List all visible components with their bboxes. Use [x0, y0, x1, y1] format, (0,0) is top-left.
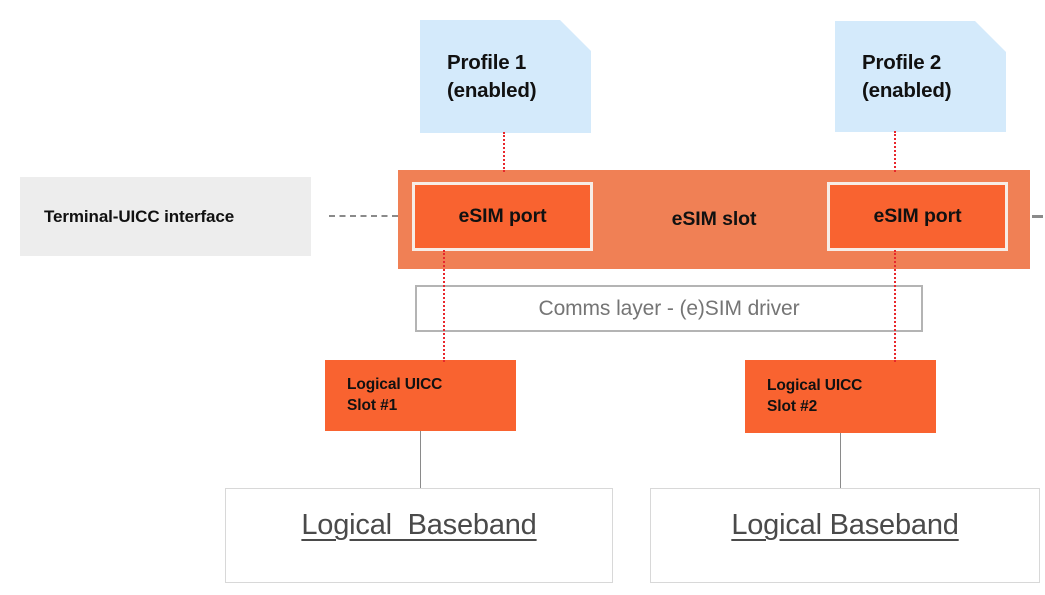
- esim-slot-band: eSIM slot eSIM port eSIM port: [398, 170, 1030, 269]
- connector-slot-band-right-stub: [1032, 215, 1043, 218]
- logical-baseband-1: Logical Baseband: [225, 488, 613, 583]
- connector-uicc-slot-1-to-baseband-1: [420, 430, 421, 489]
- connector-port-2-to-uicc-slot-2: [894, 250, 898, 362]
- esim-port-1: eSIM port: [412, 182, 593, 251]
- profile-1-state: (enabled): [447, 78, 537, 102]
- connector-port-1-to-uicc-slot-1: [443, 250, 447, 362]
- connector-profile-2-to-port-2: [894, 131, 898, 172]
- connector-terminal-interface-to-slot-band: [329, 215, 398, 217]
- terminal-uicc-interface-label: Terminal-UICC interface: [44, 206, 235, 226]
- profile-2-state: (enabled): [862, 78, 952, 102]
- connector-profile-1-to-port-1: [503, 132, 507, 172]
- logical-uicc-slot-2-line2: Slot #2: [767, 397, 818, 415]
- connector-uicc-slot-2-to-baseband-2: [840, 432, 841, 489]
- logical-baseband-1-label: Logical Baseband: [301, 509, 537, 541]
- comms-layer-box: Comms layer - (e)SIM driver: [415, 285, 923, 332]
- profile-1-name: Profile 1: [447, 50, 527, 74]
- profile-1-tag: Profile 1 (enabled): [420, 20, 591, 133]
- comms-layer-label: Comms layer - (e)SIM driver: [538, 296, 800, 320]
- logical-baseband-2: Logical Baseband: [650, 488, 1040, 583]
- logical-baseband-2-label: Logical Baseband: [731, 509, 959, 541]
- logical-uicc-slot-1: Logical UICC Slot #1: [325, 360, 516, 431]
- logical-uicc-slot-1-line1: Logical UICC: [347, 376, 443, 394]
- esim-port-1-label: eSIM port: [458, 205, 547, 227]
- terminal-uicc-interface-box: Terminal-UICC interface: [20, 177, 311, 256]
- logical-uicc-slot-2-line1: Logical UICC: [767, 377, 863, 395]
- profile-2-name: Profile 2: [862, 50, 942, 74]
- profile-2-tag: Profile 2 (enabled): [835, 21, 1006, 132]
- logical-uicc-slot-1-line2: Slot #1: [347, 396, 398, 414]
- esim-port-2: eSIM port: [827, 182, 1008, 251]
- esim-port-2-label: eSIM port: [873, 205, 962, 227]
- logical-uicc-slot-2: Logical UICC Slot #2: [745, 360, 936, 433]
